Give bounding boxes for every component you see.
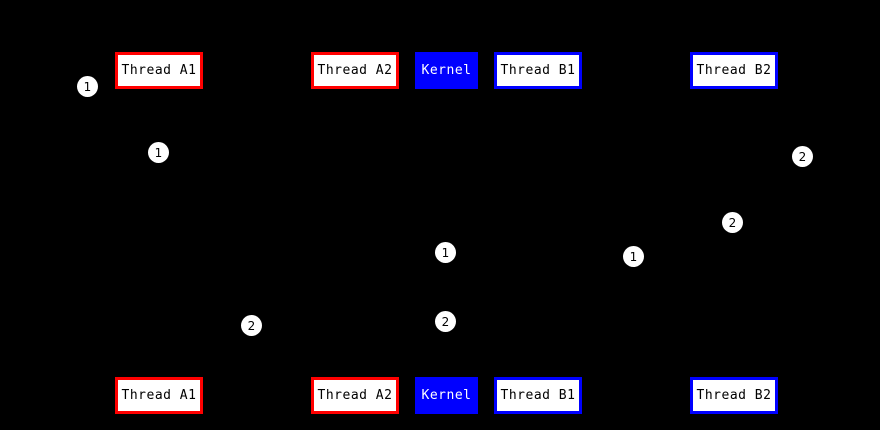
lane-header-thread-a1-label: Thread A1 [121, 63, 197, 78]
step-badge[interactable]: 2 [722, 212, 743, 233]
step-badge-label: 1 [154, 145, 163, 160]
lifeline-thread-a1 [158, 89, 160, 377]
stub-thread-a2-top [354, 88, 356, 94]
lane-footer-thread-a1[interactable]: Thread A1 [115, 377, 203, 414]
lane-header-thread-a2-label: Thread A2 [317, 63, 393, 78]
step-badge-label: 2 [798, 149, 807, 164]
lane-header-thread-a1[interactable]: Thread A1 [115, 52, 203, 89]
stub-thread-b2-top [733, 88, 735, 94]
step-badge[interactable]: 1 [623, 246, 644, 267]
lane-header-kernel[interactable]: Kernel [415, 52, 478, 89]
lane-footer-thread-b1-label: Thread B1 [500, 388, 576, 403]
stub-thread-b1-top [537, 88, 539, 94]
step-badge-label: 1 [629, 249, 638, 264]
lane-header-thread-b1-label: Thread B1 [500, 63, 576, 78]
lifeline-thread-b1 [537, 89, 539, 377]
lane-footer-thread-a2-label: Thread A2 [317, 388, 393, 403]
step-badge[interactable]: 2 [241, 315, 262, 336]
step-badge[interactable]: 1 [435, 242, 456, 263]
message-arrow-2 [159, 160, 224, 252]
message-arrow-6 [639, 219, 736, 252]
lane-footer-kernel-label: Kernel [421, 388, 472, 403]
message-arrow-3 [259, 304, 357, 332]
step-badge[interactable]: 1 [148, 142, 169, 163]
lane-header-thread-a2[interactable]: Thread A2 [311, 52, 399, 89]
step-badge[interactable]: 1 [77, 76, 98, 97]
lifeline-thread-b2 [733, 89, 735, 377]
step-badge-label: 2 [728, 215, 737, 230]
lifeline-kernel [445, 89, 447, 377]
step-badge-label: 1 [83, 79, 92, 94]
step-badge-label: 2 [247, 318, 256, 333]
lifeline-thread-a2 [354, 89, 356, 377]
message-arrow-4 [445, 251, 546, 264]
lane-footer-thread-b2-label: Thread B2 [696, 388, 772, 403]
lane-header-thread-b2-label: Thread B2 [696, 63, 772, 78]
lane-header-thread-b1[interactable]: Thread B1 [494, 52, 582, 89]
step-badge-label: 2 [441, 314, 450, 329]
message-arrow-1 [79, 96, 152, 154]
stub-thread-a1-top [158, 88, 160, 94]
lane-footer-kernel[interactable]: Kernel [415, 377, 478, 414]
lane-footer-thread-a1-label: Thread A1 [121, 388, 197, 403]
lane-footer-thread-a2[interactable]: Thread A2 [311, 377, 399, 414]
step-badge[interactable]: 2 [792, 146, 813, 167]
lane-footer-thread-b1[interactable]: Thread B1 [494, 377, 582, 414]
message-arrow-7 [735, 162, 797, 218]
lane-header-thread-b2[interactable]: Thread B2 [690, 52, 778, 89]
step-badge-label: 1 [441, 245, 450, 260]
lane-header-kernel-label: Kernel [421, 63, 472, 78]
lane-footer-thread-b2[interactable]: Thread B2 [690, 377, 778, 414]
step-badge[interactable]: 2 [435, 311, 456, 332]
stub-kernel-top [445, 88, 447, 94]
